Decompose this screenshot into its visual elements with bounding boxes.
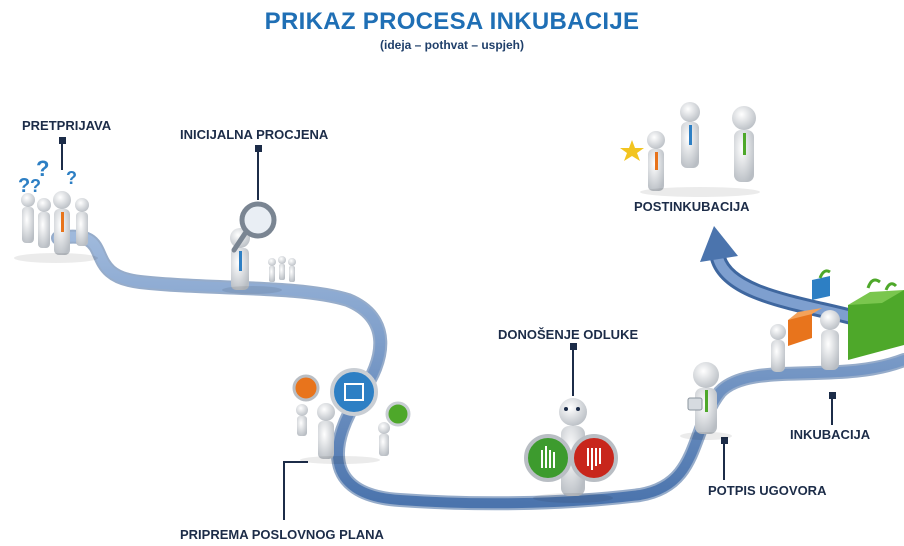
ground-shadows: [14, 187, 760, 503]
stage-figures-donosenje-odluke: [524, 398, 618, 496]
cube-icon: [812, 276, 830, 300]
document-icon: [330, 368, 378, 416]
stage-figures-pretprijava: ? ? ? ?: [18, 156, 89, 255]
stage-label-inicijalna-procjena: INICIJALNA PROCJENA: [180, 127, 329, 142]
stage-figures-priprema-poslovnog-plana: [292, 368, 411, 459]
question-mark-icon: ?: [18, 175, 30, 197]
question-mark-icon: ?: [66, 168, 77, 188]
magnifier-icon: [231, 201, 277, 253]
stage-label-postinkubacija: POSTINKUBACIJA: [634, 199, 750, 214]
stage-label-donosenje-odluke: DONOŠENJE ODLUKE: [498, 327, 639, 342]
diagram-subtitle: (ideja – pothvat – uspjeh): [379, 38, 525, 52]
hand-pointer-icon: [524, 434, 572, 482]
label-connectors: [59, 137, 836, 520]
question-mark-icon: ?: [30, 176, 41, 196]
question-mark-icon: ?: [36, 156, 49, 181]
stage-label-inkubacija: INKUBACIJA: [790, 427, 871, 442]
stage-label-priprema-poslovnog-plana: PRIPREMA POSLOVNOG PLANA: [180, 527, 384, 542]
cube-icon: [788, 308, 822, 346]
document-icon: [292, 374, 320, 402]
cube-icon: [848, 290, 904, 360]
star-icon: [620, 140, 644, 161]
stage-label-pretprijava: PRETPRIJAVA: [22, 118, 112, 133]
hand-pointer-icon: [570, 434, 618, 482]
stage-figures-postinkubacija: [620, 102, 756, 191]
stage-figures-inicijalna-procjena: [230, 201, 296, 290]
stage-label-potpis-ugovora: POTPIS UGOVORA: [708, 483, 827, 498]
diagram-title: PRIKAZ PROCESA INKUBACIJE: [264, 8, 640, 35]
stage-figures-potpis-ugovora: [687, 362, 719, 434]
document-icon: [385, 401, 411, 427]
briefcase-icon: [687, 397, 703, 411]
stage-figures-inkubacija: [770, 269, 904, 372]
